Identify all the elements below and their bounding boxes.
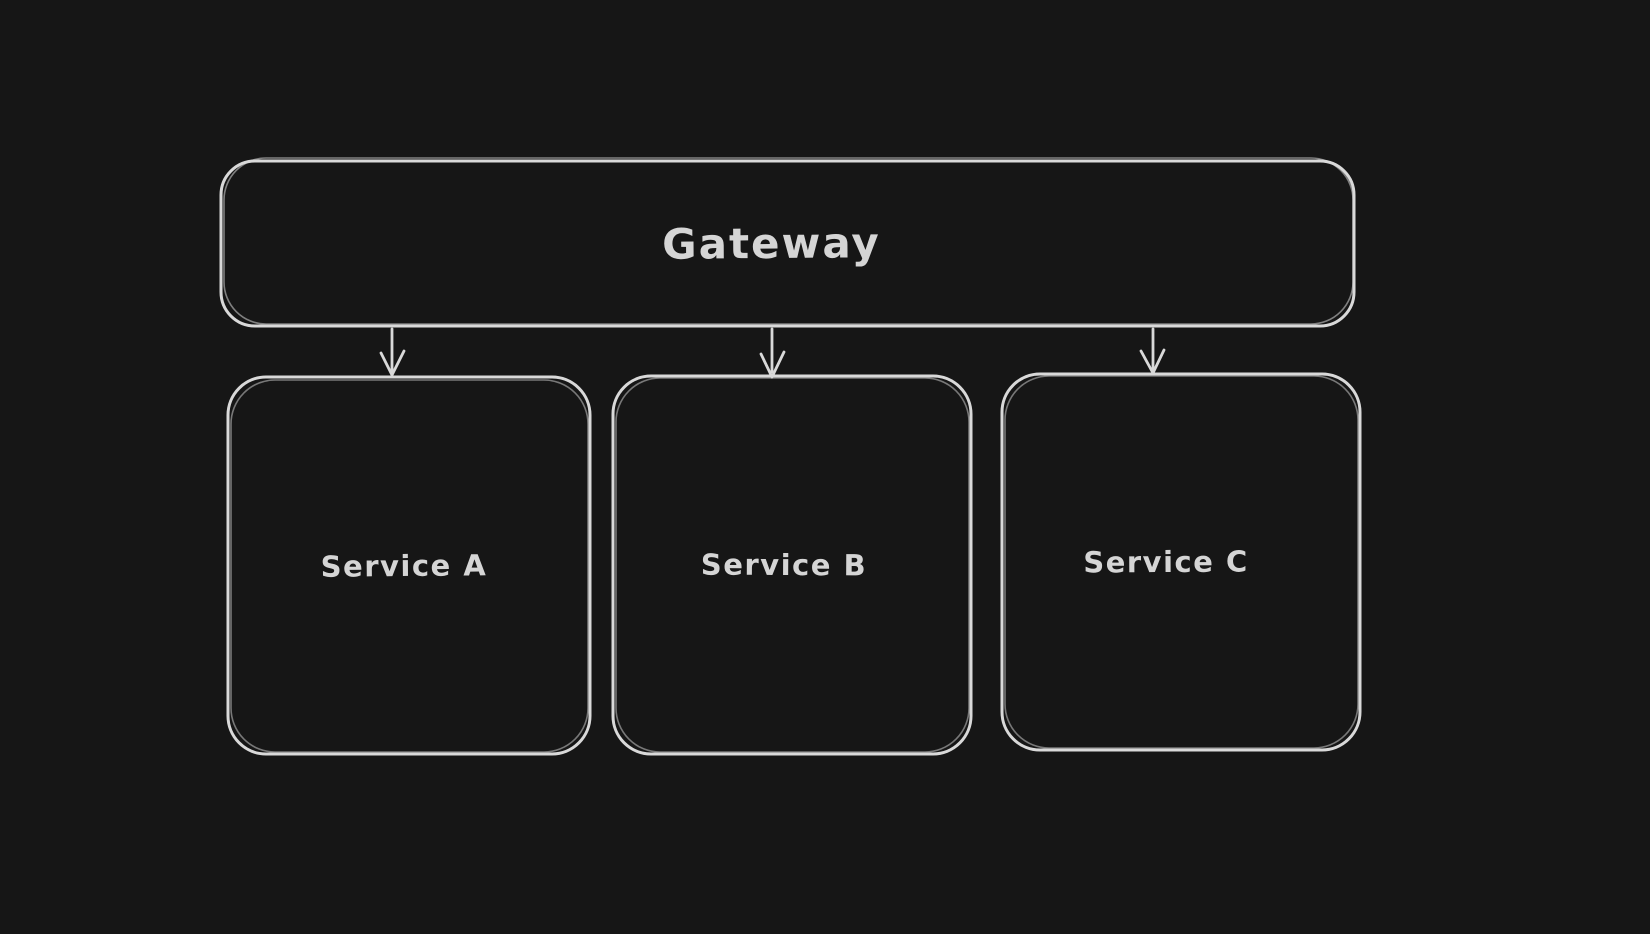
diagram-strokes (219, 157, 1362, 756)
service-c-node[interactable] (1000, 372, 1362, 752)
service-c-node-border[interactable] (1000, 372, 1362, 752)
connector-arrow-gateway-service-a[interactable] (379, 327, 406, 377)
gateway-node-border-sketch (223, 157, 1354, 325)
connector-arrow-gateway-service-c[interactable] (1139, 327, 1166, 375)
service-c-node-border-sketch (1004, 375, 1359, 749)
service-a-node[interactable] (226, 375, 592, 756)
service-b-node[interactable] (611, 374, 973, 756)
gateway-node[interactable] (219, 157, 1356, 328)
service-b-node-border[interactable] (611, 374, 973, 756)
service-a-node-border-sketch (230, 379, 589, 753)
service-a-node-border[interactable] (226, 375, 592, 756)
connector-arrow-gateway-service-b[interactable] (759, 327, 786, 379)
service-b-node-border-sketch (615, 377, 970, 753)
gateway-node-border[interactable] (219, 159, 1356, 328)
connector-arrowhead-icon (379, 349, 406, 377)
